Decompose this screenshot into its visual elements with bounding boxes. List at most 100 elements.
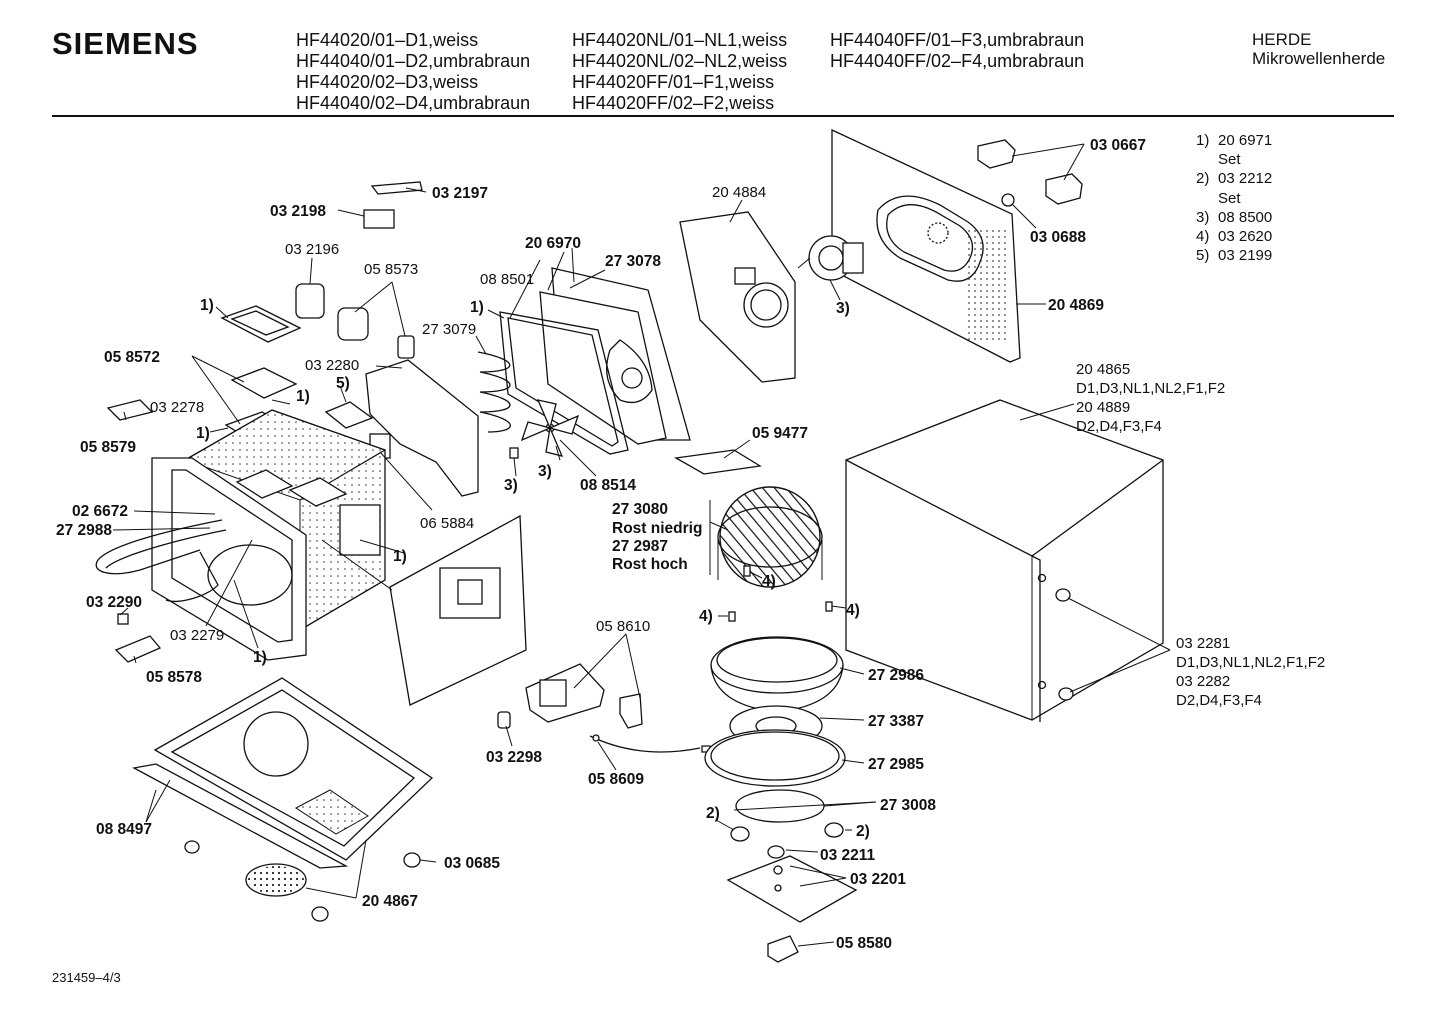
connector-clip (977, 139, 1083, 207)
note-ref: 2) (706, 805, 720, 822)
small-parts (295, 181, 423, 377)
note-ref: 1) (470, 299, 484, 316)
part-labels: 03 2197 03 2198 03 2196 05 8573 1) 05 85… (56, 137, 1325, 952)
part-label: 08 8497 (96, 821, 152, 838)
part-label: 05 8610 (596, 618, 650, 635)
footnote-item: 2) 03 2212 (1196, 169, 1272, 188)
housing-label: D1,D3,NL1,NL2,F1,F2 (1076, 380, 1225, 397)
footnote-item: 5)03 2199 (1196, 246, 1272, 265)
model-entry: HF44020/02–D3,weiss (296, 72, 479, 92)
bottom-cover (726, 855, 858, 963)
part-label: 06 5884 (420, 515, 474, 532)
part-label: 03 2211 (820, 847, 876, 864)
category: HERDE Mikrowellenherde (1252, 30, 1385, 68)
part-label: 05 8572 (104, 349, 160, 366)
model-list-2: HF44020NL/01–NL1,weiss HF44020NL/02–NL2,… (572, 30, 787, 114)
outer-housing (845, 399, 1164, 722)
leader-lines (112, 143, 1171, 947)
footnote-list: 1)20 6971 Set 2)03 2212 Set 3)08 8500 4)… (1196, 131, 1272, 265)
glass-tray (704, 729, 846, 787)
part-label: 27 2988 (56, 522, 112, 539)
part-label: 03 2201 (850, 871, 906, 888)
housing-foot (1055, 588, 1074, 701)
heating-element-bottom (95, 519, 227, 663)
note-ref: 4) (699, 608, 713, 625)
note-ref: 1) (253, 649, 267, 666)
part-label: 05 8579 (80, 439, 136, 456)
feet-label: D1,D3,NL1,NL2,F1,F2 (1176, 654, 1325, 671)
part-label: 08 8514 (580, 477, 636, 494)
heating-element-rear (477, 351, 511, 433)
part-label: 27 3387 (868, 713, 924, 730)
part-label: 03 2197 (432, 185, 488, 202)
part-label: 20 4884 (712, 184, 766, 201)
part-label: 20 4869 (1048, 297, 1104, 314)
footnote-number: 4) (1196, 228, 1210, 246)
part-label: 03 0667 (1090, 137, 1146, 154)
fan-wheel (509, 399, 580, 459)
part-label: 27 3079 (422, 321, 476, 338)
model-entry: HF44020NL/01–NL1,weiss (572, 30, 788, 50)
model-list-3: HF44040FF/01–F3,umbrabraun HF44040FF/02–… (830, 30, 1084, 72)
turntable-drive (497, 663, 711, 753)
part-label: 03 0685 (444, 855, 500, 872)
part-label: 27 2986 (868, 667, 924, 684)
note-ref: 5) (336, 375, 350, 392)
footnote-text: 20 6971 (1218, 132, 1273, 149)
part-label: 03 2290 (86, 594, 142, 611)
housing-label: 20 4865 (1076, 361, 1130, 378)
part-label: 03 2198 (270, 203, 326, 220)
part-label: Rost hoch (612, 556, 688, 573)
footnote-text: 08 8500 (1218, 208, 1273, 226)
brand-logo: SIEMENS (52, 26, 199, 61)
part-label: 05 9477 (752, 425, 808, 442)
footnote-text: 03 2620 (1218, 228, 1273, 246)
note-ref: 3) (836, 300, 850, 317)
part-label: 27 3080 (612, 501, 668, 518)
note-ref: 1) (196, 425, 210, 442)
part-label: 05 8609 (588, 771, 644, 788)
note-ref: 1) (200, 297, 214, 314)
part-label: 27 3078 (605, 253, 661, 270)
side-panel (321, 514, 527, 706)
model-entry: HF44020FF/01–F1,weiss (572, 72, 775, 92)
footnote-number: 3) (1196, 208, 1210, 226)
model-entry: HF44040FF/02–F4,umbrabraun (830, 51, 1085, 71)
part-label: 27 3008 (880, 797, 936, 814)
grill-stand (674, 449, 833, 622)
part-label: 05 8573 (364, 261, 418, 278)
note-ref: 4) (762, 573, 776, 590)
footnote-text: Set (1218, 151, 1241, 169)
model-entry: HF44040/01–D2,umbrabraun (296, 51, 531, 71)
turntable-dish (710, 636, 844, 713)
model-entry: HF44040FF/01–F3,umbrabraun (830, 30, 1085, 50)
blower-motor (797, 235, 864, 281)
header-rule (52, 115, 1394, 117)
footnote-number: 2) (1196, 170, 1210, 188)
note-ref: 3) (504, 477, 518, 494)
part-label: 27 2987 (612, 538, 668, 555)
cavity-floor (132, 677, 434, 922)
model-entry: HF44020FF/02–F2,weiss (572, 93, 775, 113)
part-label: 03 2280 (305, 357, 359, 374)
air-duct-plate (679, 211, 796, 383)
part-label: 02 6672 (72, 503, 128, 520)
footnote-text: 03 2212 (1218, 170, 1273, 188)
feet-label: D2,D4,F3,F4 (1176, 692, 1262, 709)
note-ref: 3) (538, 463, 552, 480)
housing-label: 20 4889 (1076, 399, 1130, 416)
feet-label: 03 2282 (1176, 673, 1230, 690)
door-frame-gasket (499, 267, 691, 455)
note-ref: 1) (393, 548, 407, 565)
mesh-filter (245, 863, 307, 897)
part-label: 03 2278 (150, 399, 204, 416)
note-ref: 4) (846, 602, 860, 619)
footnote-item: 3) 08 8500 (1196, 208, 1272, 227)
front-frame (151, 457, 307, 661)
part-label: 05 8578 (146, 669, 202, 686)
footnote-text: Set (1218, 189, 1241, 207)
footnote-item: Set (1196, 189, 1272, 208)
support-ring (730, 789, 844, 859)
model-entry: HF44020NL/02–NL2,weiss (572, 51, 788, 71)
